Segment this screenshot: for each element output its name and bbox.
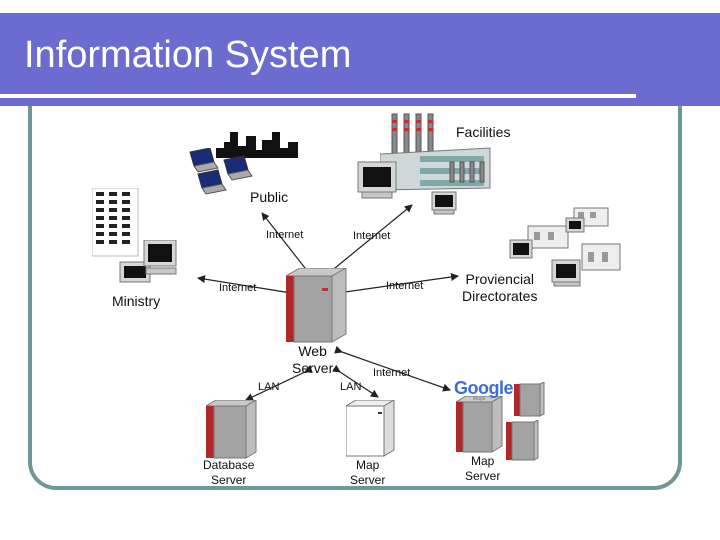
label-public: Public bbox=[250, 189, 289, 205]
provincial-buildings-icon bbox=[509, 207, 621, 287]
label-provincial-line2: Directorates bbox=[462, 288, 538, 304]
label-map-server-right-line1: Map bbox=[471, 454, 495, 468]
label-provincial: Proviencial Directorates bbox=[462, 271, 537, 305]
web-server-icon bbox=[286, 268, 348, 343]
header-divider bbox=[0, 94, 636, 98]
map-server-right-icon bbox=[456, 396, 503, 453]
google-maps-logo: Google bbox=[454, 378, 514, 399]
link-provincial bbox=[337, 273, 459, 297]
map-server-center-icon bbox=[346, 400, 395, 457]
label-provincial-line1: Proviencial bbox=[465, 271, 534, 287]
label-ministry: Ministry bbox=[112, 293, 161, 309]
label-database-server-line1: Database bbox=[203, 458, 255, 472]
label-map-server-right-line2: Server bbox=[465, 469, 501, 483]
label-lan-database: LAN bbox=[258, 381, 280, 393]
database-server-icon bbox=[206, 400, 257, 459]
city-skyline-icon bbox=[216, 132, 298, 158]
label-internet-facilities: Internet bbox=[353, 230, 391, 242]
link-facilities bbox=[327, 204, 413, 276]
label-web-server-line2: Server bbox=[292, 360, 334, 376]
label-web-server: Web Server bbox=[292, 343, 333, 377]
link-lan-db bbox=[245, 365, 314, 401]
google-server-small-icon bbox=[514, 382, 545, 417]
link-lan-map bbox=[331, 364, 379, 398]
content-frame bbox=[28, 106, 682, 490]
factory-icon bbox=[380, 113, 491, 191]
facilities-computer-icon bbox=[357, 161, 397, 199]
label-database-server-line2: Server bbox=[211, 473, 247, 487]
label-internet-provincial: Internet bbox=[386, 280, 424, 292]
label-web-server-line1: Web bbox=[298, 343, 327, 359]
label-map-server-right: Map Server bbox=[465, 454, 500, 484]
ministry-building-icon bbox=[92, 188, 139, 257]
link-google bbox=[334, 345, 451, 392]
facilities-computer-2-icon bbox=[431, 191, 457, 215]
label-internet-google: Internet bbox=[373, 367, 411, 379]
link-ministry bbox=[197, 275, 293, 298]
page-title: Information System bbox=[24, 34, 352, 76]
label-database-server: Database Server bbox=[203, 458, 254, 488]
public-laptops-icon bbox=[189, 148, 253, 195]
google-logo-text: Google bbox=[454, 378, 514, 398]
ministry-computer-icon bbox=[119, 240, 177, 283]
label-internet-ministry: Internet bbox=[219, 282, 257, 294]
label-map-server-center-line1: Map bbox=[356, 458, 380, 472]
header-bar bbox=[0, 13, 720, 106]
google-server-small-2-icon bbox=[506, 420, 539, 461]
label-facilities: Facilities bbox=[456, 124, 511, 140]
label-lan-map: LAN bbox=[340, 381, 362, 393]
label-map-server-center-line2: Server bbox=[350, 473, 386, 487]
google-logo-sub: Maps bbox=[473, 396, 486, 402]
label-internet-public: Internet bbox=[266, 229, 304, 241]
link-public bbox=[261, 212, 313, 276]
label-map-server-center: Map Server bbox=[350, 458, 385, 488]
